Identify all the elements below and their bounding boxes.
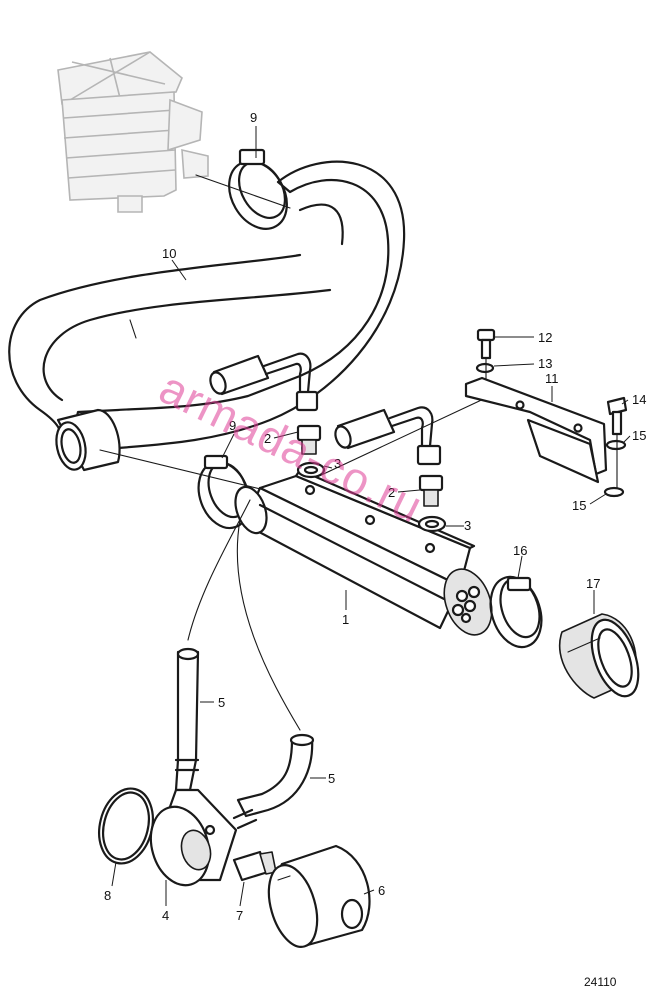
sealing-washer-3-left [296, 461, 326, 479]
callout-15: 15 [632, 428, 646, 443]
hose-end-cylinder [55, 408, 121, 472]
callout-15: 15 [572, 498, 586, 513]
air-filter-ghost [57, 51, 209, 213]
callout-9: 9 [229, 418, 236, 433]
assembly-axis-line [195, 174, 291, 209]
callout-leaders [111, 126, 631, 907]
callout-labels: 1 2 2 3 3 4 5 5 6 7 8 9 9 10 11 12 13 14… [104, 110, 646, 923]
bracket-11 [464, 376, 608, 484]
hose-5-left [174, 647, 200, 792]
intake-hose [66, 160, 406, 454]
hose-guide-line [236, 519, 301, 731]
o-ring-8 [98, 787, 154, 865]
callout-16: 16 [513, 543, 527, 558]
bolt-14 [606, 396, 628, 436]
washer-15-bottom [603, 486, 625, 498]
figure-number: 24110 [584, 975, 617, 989]
bolt-12 [476, 328, 496, 360]
callout-11: 11 [545, 371, 559, 386]
callout-8: 8 [104, 888, 111, 903]
callout-2: 2 [264, 431, 271, 446]
callout-4: 4 [162, 908, 169, 923]
callout-5: 5 [218, 695, 225, 710]
callout-12: 12 [538, 330, 552, 345]
fuel-pipe-right [334, 406, 442, 466]
hose-guide-line [187, 499, 251, 641]
fuel-pipe-left [209, 352, 319, 412]
bolt-axis-line [485, 357, 618, 489]
hose-sleeve-17 [558, 613, 640, 699]
assembly-axis-line [299, 395, 491, 486]
washer-15-top [605, 439, 627, 451]
washer-13 [475, 362, 495, 374]
pipe-10 [8, 253, 332, 442]
callout-2: 2 [388, 485, 395, 500]
callout-1: 1 [342, 612, 349, 627]
callout-9: 9 [250, 110, 257, 125]
callout-7: 7 [236, 908, 243, 923]
callout-17: 17 [586, 576, 600, 591]
callout-14: 14 [632, 392, 646, 407]
callout-6: 6 [378, 883, 385, 898]
nipple-7 [232, 850, 277, 882]
union-fitting-2-left [296, 424, 322, 455]
filter-head-4 [149, 788, 238, 887]
hose-clamp-16 [489, 575, 543, 649]
hose-clamp-9-top [228, 148, 288, 230]
hose-5-right [232, 733, 315, 830]
callout-10: 10 [162, 246, 176, 261]
callout-13: 13 [538, 356, 552, 371]
callout-5: 5 [328, 771, 335, 786]
callout-3: 3 [464, 518, 471, 533]
union-fitting-2-right [418, 474, 444, 507]
sealing-washer-3-right [417, 515, 447, 533]
callout-3: 3 [334, 456, 341, 471]
oil-filter-6 [267, 844, 371, 948]
